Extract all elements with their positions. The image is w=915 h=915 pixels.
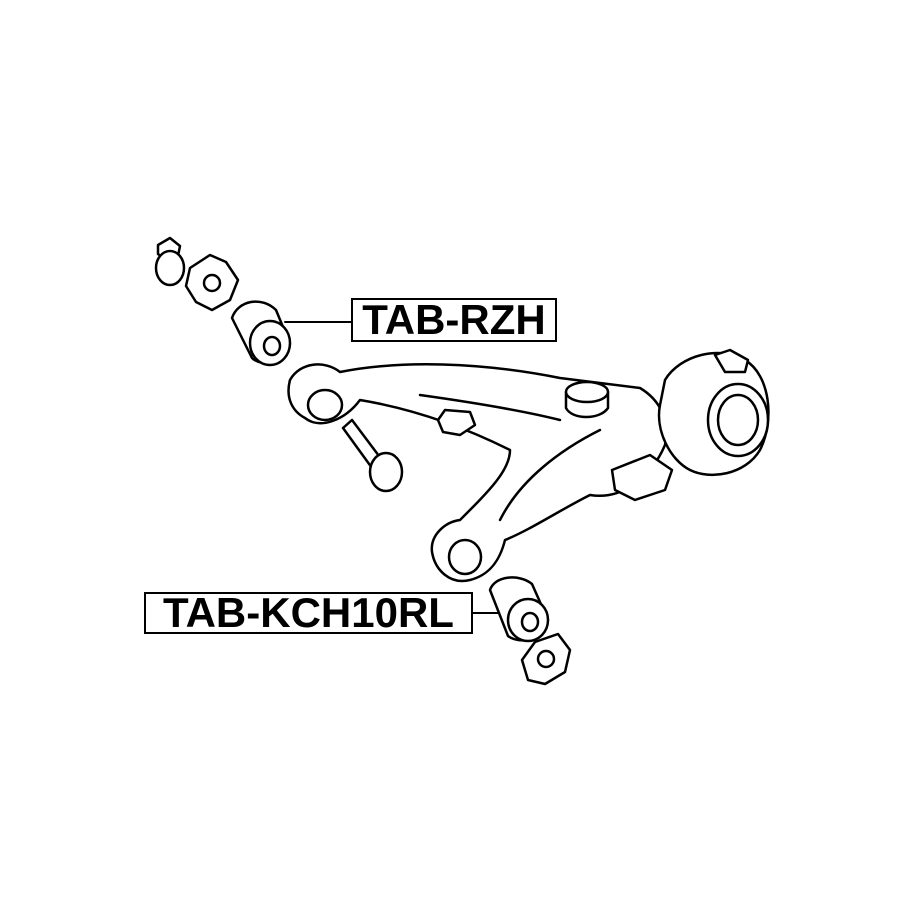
part-number-upper: TAB-RZH xyxy=(362,296,546,343)
lower-bushing-part xyxy=(488,576,550,643)
washer-plate-upper xyxy=(184,253,240,312)
hub-knuckle-part xyxy=(657,348,770,477)
bolt-head-part xyxy=(154,236,186,287)
control-arm-part xyxy=(287,363,674,583)
upper-bushing-part xyxy=(230,300,292,367)
part-label-upper-bushing: TAB-RZH xyxy=(351,298,557,342)
ball-joint-part xyxy=(564,380,610,419)
washer-plate-lower xyxy=(520,632,572,686)
cam-bolt-part xyxy=(341,418,404,493)
part-number-lower: TAB-KCH10RL xyxy=(163,589,454,636)
part-label-lower-bushing: TAB-KCH10RL xyxy=(144,592,473,634)
